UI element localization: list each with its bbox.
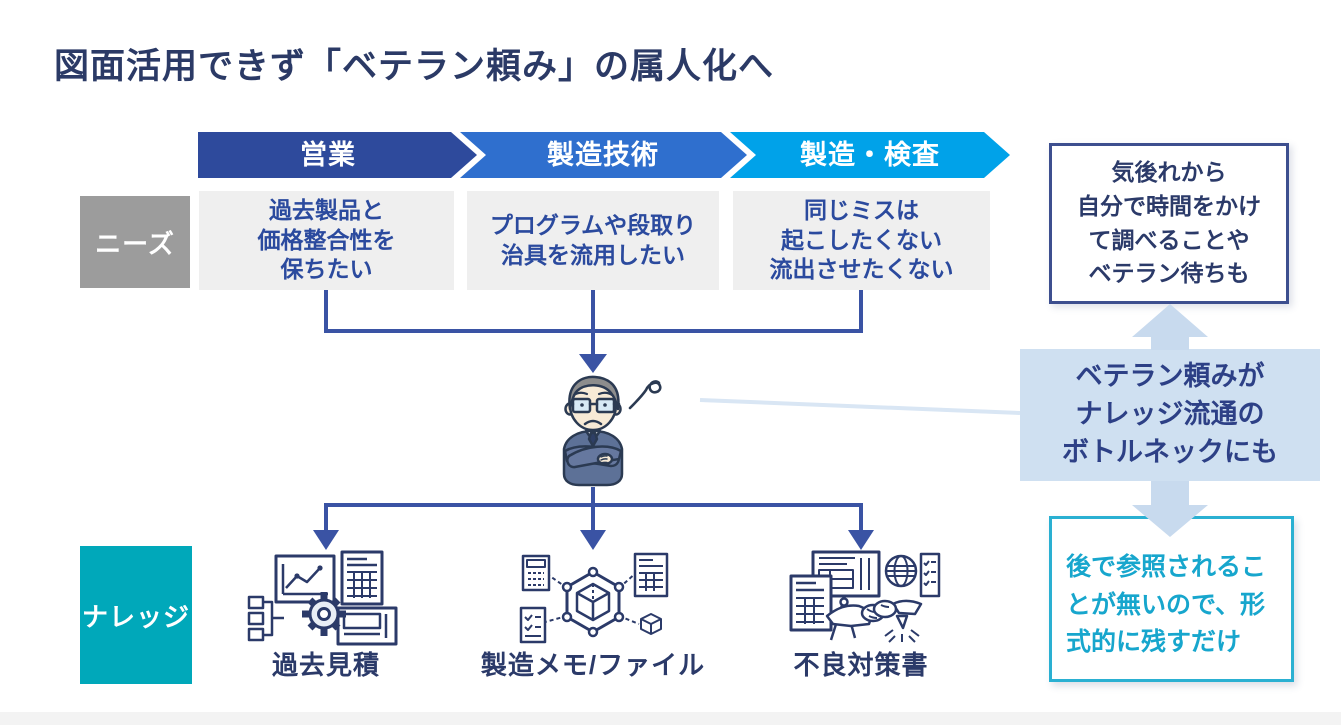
knowledge-row-label: ナレッジ (80, 546, 192, 684)
to-knowledge-arrowhead-3-icon (848, 530, 874, 550)
process-step-sales-label: 営業 (300, 140, 356, 170)
knowledge-split-connector (324, 487, 863, 532)
need-box-inspection: 同じミスは 起こしたくない 流出させたくない (733, 191, 990, 290)
estimate-analytics-gear-icon (247, 550, 398, 646)
bottleneck-line (699, 398, 1021, 415)
to-knowledge-arrowhead-1-icon (313, 530, 339, 550)
chevron-inspection-shape (730, 132, 1010, 178)
worried-veteran-icon (562, 375, 624, 487)
chevron-engineering-shape (460, 132, 747, 178)
footer-bar (0, 712, 1341, 725)
chevron-sales-shape (198, 132, 477, 178)
need-box-sales: 過去製品と 価格整合性を 保ちたい (199, 191, 454, 290)
process-chevron-bar (198, 132, 1010, 178)
knowledge-label-estimates: 過去見積 (271, 650, 380, 680)
handshake-documents-icon (789, 550, 941, 643)
needs-merge-connector (324, 290, 863, 356)
note-bottleneck: ベテラン頼みが ナレッジ流通の ボトルネックにも (1020, 349, 1320, 481)
slide-title: 図面活用できず「ベテラン頼み」の属人化へ (54, 47, 775, 86)
need-box-engineering: プログラムや段取り 治具を流用したい (467, 191, 719, 290)
note-hesitation: 気後れから 自分で時間をかけ て調べることや ベテラン待ちも (1049, 143, 1289, 304)
to-knowledge-arrowhead-2-icon (580, 530, 606, 550)
note-formal-records: 後で参照されるこ とが無いので、形 式的に残すだけ (1049, 516, 1294, 682)
knowledge-label-defect-reports: 不良対策書 (793, 650, 929, 680)
up-block-arrow-icon (1132, 304, 1208, 350)
file-network-hexagon-icon (519, 552, 669, 644)
sigh-squiggle-icon (628, 380, 662, 410)
knowledge-label-memo-files: 製造メモ/ファイル (480, 650, 706, 680)
process-step-inspection-label: 製造・検査 (800, 140, 940, 170)
needs-row-label: ニーズ (80, 196, 190, 288)
process-step-engineering-label: 製造技術 (547, 140, 659, 170)
